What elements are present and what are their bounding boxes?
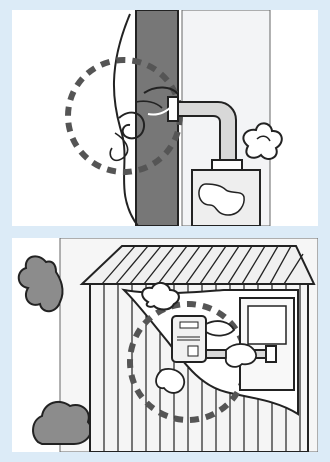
shed-roof-icon bbox=[82, 246, 314, 284]
wall-mounted-pipe-exhaust-icon bbox=[12, 10, 318, 226]
shed-heater-illustration-panel bbox=[12, 238, 318, 452]
heater-body-icon bbox=[192, 170, 260, 226]
shed-enclosed-water-heater-icon bbox=[12, 238, 318, 452]
wall-pipe-illustration-panel bbox=[12, 10, 318, 226]
water-heater-icon bbox=[172, 316, 206, 362]
shed-door-icon bbox=[240, 298, 294, 390]
